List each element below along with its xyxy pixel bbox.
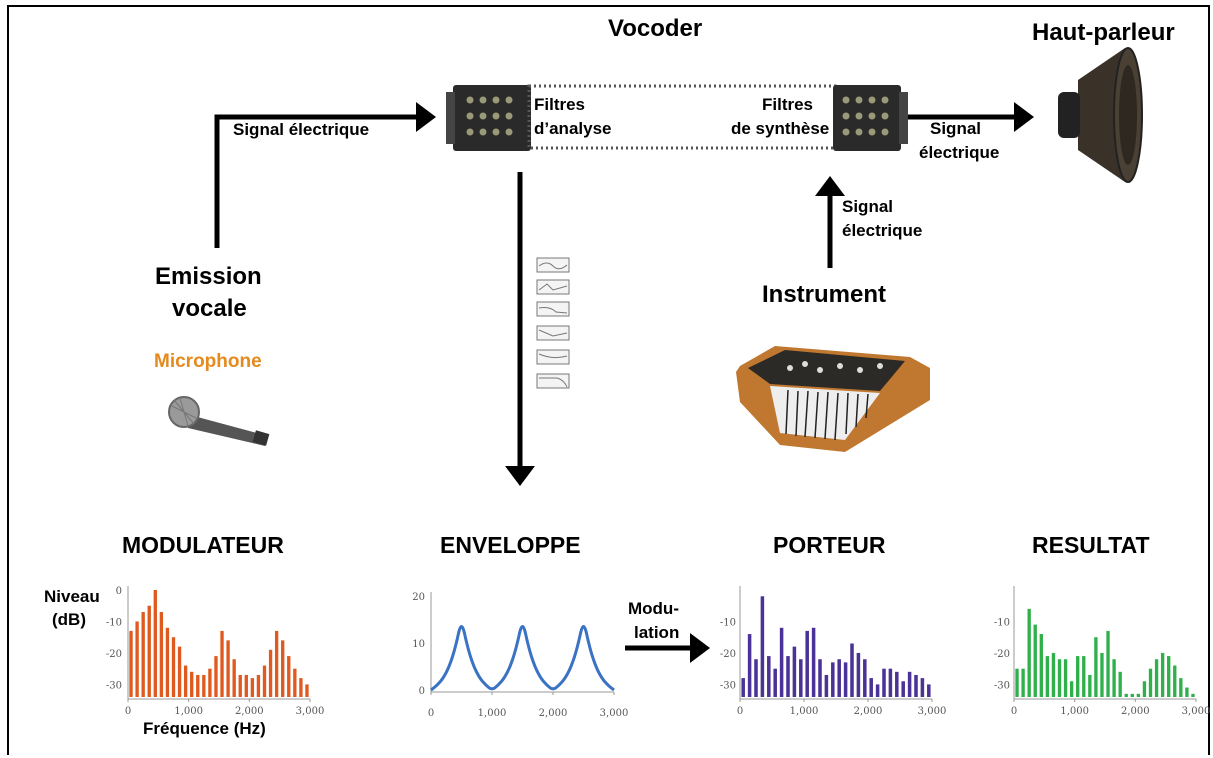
vocoder-synthesis-unit	[833, 85, 908, 151]
filter-bank-icon	[536, 257, 570, 389]
analysis-filters-line1: Filtres	[534, 95, 586, 114]
analysis-filters-line2: d’analyse	[534, 119, 612, 138]
modulation-label-line2: lation	[634, 623, 680, 642]
xlabel-modulator: Fréquence (Hz)	[143, 719, 266, 738]
synthesis-filters-line1: Filtres	[762, 95, 814, 114]
signal-label-speaker-line2: électrique	[919, 143, 1000, 162]
arrow-mic-to-vocoder	[214, 102, 436, 248]
speaker-label: Haut-parleur	[1032, 19, 1175, 46]
signal-label-speaker-line1: Signal	[930, 119, 982, 138]
microphone-icon	[168, 396, 270, 446]
diagram-frame	[7, 5, 1210, 755]
microphone-label: Microphone	[154, 351, 262, 372]
vocoder-analysis-unit	[446, 85, 531, 151]
ylabel-unit: (dB)	[52, 610, 86, 629]
signal-label-instrument-line2: électrique	[842, 221, 923, 240]
signal-label-mic: Signal électrique	[233, 120, 370, 139]
signal-label-instrument-line1: Signal	[842, 197, 894, 216]
synthesis-filters-line2: de synthèse	[731, 119, 830, 138]
voice-emission-line2: vocale	[172, 295, 247, 322]
chart-title-modulator: MODULATEUR	[122, 532, 284, 558]
synthesizer-icon	[736, 346, 930, 452]
chart-title-envelope: ENVELOPPE	[440, 532, 581, 558]
loudspeaker-icon	[1058, 47, 1143, 183]
chart-title-result: RESULTAT	[1032, 532, 1150, 558]
voice-emission-line1: Emission	[155, 263, 262, 290]
chart-title-carrier: PORTEUR	[773, 532, 886, 558]
instrument-label: Instrument	[762, 281, 887, 308]
vocoder-title: Vocoder	[608, 15, 703, 42]
ylabel-line2: (dB)	[52, 610, 86, 630]
ylabel-line1: Niveau	[44, 587, 100, 607]
modulation-label-line1: Modu-	[628, 599, 679, 618]
ylabel-word: Niveau	[44, 587, 100, 606]
